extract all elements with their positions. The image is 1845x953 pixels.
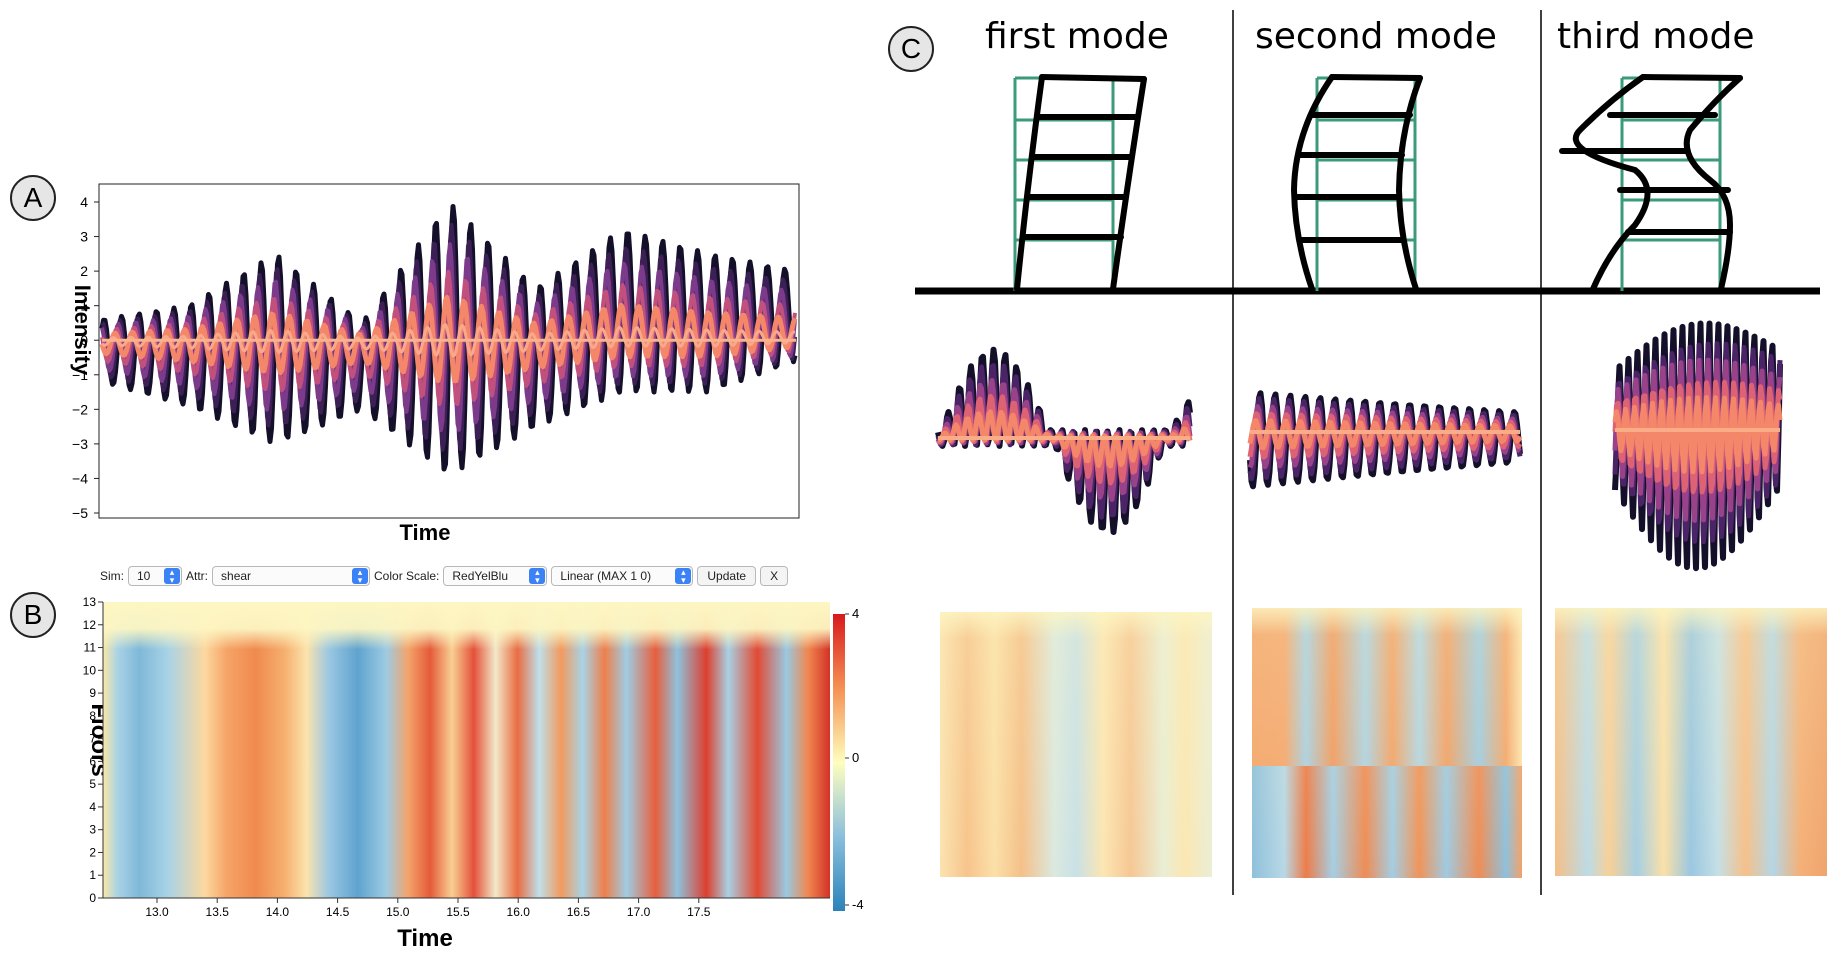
time-tick-label: 14.0 — [266, 905, 290, 919]
y-tick-label: −2 — [72, 401, 88, 417]
color-scale-label: Color Scale: — [374, 569, 440, 583]
colorbar-ticks: 4 0 -4 — [845, 606, 864, 912]
scale-mode-stepper-icon: ▴▾ — [675, 568, 692, 585]
attr-select[interactable]: shear ▴▾ — [212, 566, 371, 586]
x-axis-label: Time — [400, 520, 451, 545]
y-tick-label: 4 — [80, 194, 88, 210]
intensity-chart: Intensity 4 3 2 1 0 −1 −2 −3 −4 −5 Time — [70, 183, 800, 545]
panel-a-badge: A — [10, 175, 56, 221]
colorbar-tick-label: 0 — [852, 750, 859, 765]
y-axis-ticks: 4 3 2 1 0 −1 −2 −3 −4 −5 — [72, 194, 99, 521]
panel-c-label: C — [900, 33, 922, 64]
y-tick-label: −3 — [72, 436, 88, 452]
first-mode-heatmap — [940, 612, 1212, 877]
update-button[interactable]: Update — [697, 566, 757, 586]
plot-frame — [98, 183, 800, 519]
y-tick-label: −4 — [72, 470, 88, 486]
color-scale-value: RedYelBlu — [452, 569, 508, 583]
floor-tick-label: 3 — [89, 823, 96, 837]
color-scale-stepper-icon: ▴▾ — [529, 568, 546, 585]
time-tick-label: 16.0 — [507, 905, 531, 919]
y-axis-label: Intensity — [70, 285, 95, 376]
c-wave2-series-4 — [1247, 418, 1523, 451]
close-button[interactable]: X — [760, 566, 789, 586]
floor-tick-label: 1 — [89, 868, 96, 882]
second-mode-waveform — [1247, 390, 1523, 490]
y-tick-label: −5 — [72, 505, 88, 521]
intensity-series-2 — [100, 242, 797, 433]
floor-tick-label: 0 — [89, 891, 96, 905]
color-scale-select[interactable]: RedYelBlu ▴▾ — [443, 566, 548, 586]
floor-tick-label: 4 — [89, 800, 96, 814]
scale-mode-value: Linear (MAX 1 0) — [560, 569, 652, 583]
floor-tick-label: 5 — [89, 777, 96, 791]
second-mode-building — [1290, 74, 1423, 292]
floor-tick-label: 8 — [89, 709, 96, 723]
third-mode-building — [1559, 74, 1743, 292]
time-tick-label: 13.0 — [145, 905, 169, 919]
mode-shapes-figure — [915, 10, 1827, 895]
heatmap-toolbar: Sim: 10 ▴▾ Attr: shear ▴▾ Color Scale: R… — [100, 564, 789, 588]
attr-label: Attr: — [186, 569, 209, 583]
floor-tick-label: 6 — [89, 754, 96, 768]
intensity-waves — [99, 204, 798, 472]
first-mode-title: first mode — [985, 16, 1169, 57]
y-tick-label: −1 — [72, 367, 88, 383]
time-tick-label: 17.5 — [687, 905, 711, 919]
intensity-series-5 — [101, 323, 796, 358]
second-mode-heatmap — [1252, 608, 1522, 878]
floor-tick-label: 2 — [89, 845, 96, 859]
panel-c-badge: C — [888, 26, 934, 72]
panel-b-label: B — [23, 599, 43, 630]
attr-value: shear — [221, 569, 252, 583]
time-tick-label: 13.5 — [206, 905, 230, 919]
c-wave2-series-2 — [1247, 404, 1522, 470]
second-mode-deformed-frame — [1290, 74, 1423, 292]
heatmap-top-band — [103, 602, 830, 898]
time-tick-label: 16.5 — [567, 905, 591, 919]
y-tick-label: 2 — [80, 263, 88, 279]
first-mode-building — [1013, 74, 1147, 292]
floor-tick-label: 9 — [89, 686, 96, 700]
c-wave3-series-4 — [1612, 395, 1783, 475]
panel-a-label: A — [23, 182, 43, 213]
third-mode-title: third mode — [1557, 16, 1755, 57]
c-wave2-series-3 — [1247, 411, 1523, 460]
heatmap-x-axis-label: Time — [397, 925, 453, 952]
third-mode-waveform — [1612, 320, 1783, 572]
floor-tick-label: 7 — [89, 732, 96, 746]
first-mode-deformed-frame — [1014, 74, 1147, 292]
second-mode-title: second mode — [1255, 16, 1497, 57]
colorbar-tick-label: -4 — [852, 897, 864, 912]
time-tick-label: 15.0 — [386, 905, 410, 919]
colorbar — [833, 614, 845, 911]
third-mode-heatmap — [1555, 608, 1827, 876]
sim-stepper-icon: ▴▾ — [164, 568, 180, 585]
y-tick-label: 3 — [80, 229, 88, 245]
sim-value: 10 — [137, 569, 151, 583]
floor-tick-label: 12 — [83, 618, 97, 632]
c-wave2-series-1 — [1247, 396, 1523, 482]
third-mode-deformed-frame — [1559, 74, 1743, 292]
scale-mode-select[interactable]: Linear (MAX 1 0) ▴▾ — [551, 566, 694, 586]
floor-tick-label: 10 — [83, 663, 97, 677]
colorbar-tick-label: 4 — [852, 606, 859, 621]
time-axis-ticks: 13.0 13.5 14.0 14.5 15.0 15.5 16.0 16.5 17.0 17.5 — [145, 898, 711, 919]
sim-select[interactable]: 10 ▴▾ — [128, 566, 182, 586]
floor-tick-label: 11 — [84, 641, 97, 655]
sim-label: Sim: — [100, 569, 124, 583]
y-tick-label: 0 — [80, 332, 88, 348]
panel-b-badge: B — [10, 592, 56, 638]
attr-stepper-icon: ▴▾ — [352, 568, 369, 585]
time-tick-label: 17.0 — [627, 905, 651, 919]
first-mode-waveform — [935, 346, 1193, 535]
time-tick-label: 14.5 — [326, 905, 350, 919]
floor-tick-label: 13 — [83, 595, 97, 609]
time-tick-label: 15.5 — [446, 905, 470, 919]
y-tick-label: 1 — [80, 298, 88, 314]
